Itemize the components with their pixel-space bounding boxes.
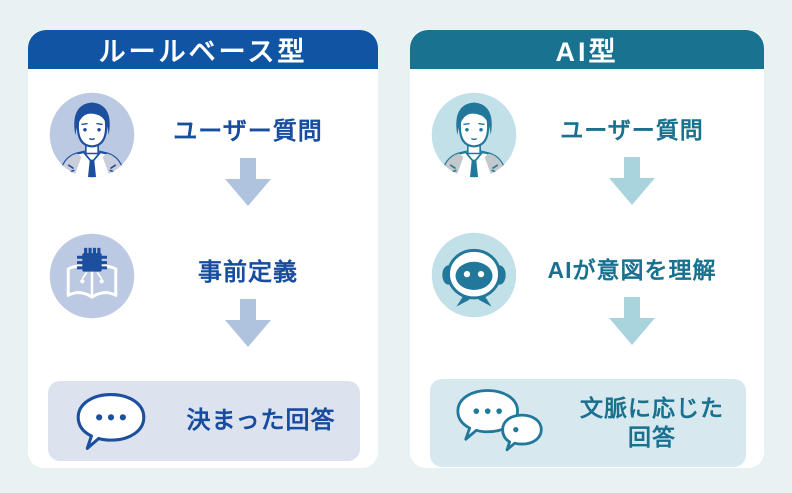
panel-ai-title: AI型 [410,30,764,69]
robot-icon [430,231,518,319]
panel-rule-based: ルールベース型 [28,30,378,468]
rulebook-chip-icon [48,232,136,320]
down-arrow-icon [225,158,271,206]
speech-bubble-icon [70,390,152,452]
step-user-question: ユーザー質問 [48,91,360,206]
step-label: ユーザー質問 [560,117,704,143]
result-contextual-answer: 文脈に応じた 回答 [430,379,746,467]
speech-bubbles-icon [452,387,548,459]
down-arrow-icon [609,157,655,205]
panel-ai-body: ユーザー質問 [410,69,764,468]
down-arrow-icon [609,297,655,345]
step-ai-understands: AIが意図を理解 [430,231,746,345]
step-label: 事前定義 [198,259,298,286]
result-label: 決まった回答 [186,407,336,434]
user-avatar-icon [48,91,136,179]
result-label: 文脈に応じた 回答 [580,395,724,450]
user-avatar-icon [430,91,518,179]
panel-ai: AI型 [410,30,764,468]
down-arrow-icon [225,299,271,347]
result-fixed-answer: 決まった回答 [48,381,360,461]
step-user-question: ユーザー質問 [430,91,746,205]
panel-rule-based-title: ルールベース型 [28,30,378,69]
step-label: ユーザー質問 [173,118,323,145]
step-predefined: 事前定義 [48,232,360,347]
panel-rule-based-body: ユーザー質問 [28,69,378,468]
step-label: AIが意図を理解 [547,257,717,283]
